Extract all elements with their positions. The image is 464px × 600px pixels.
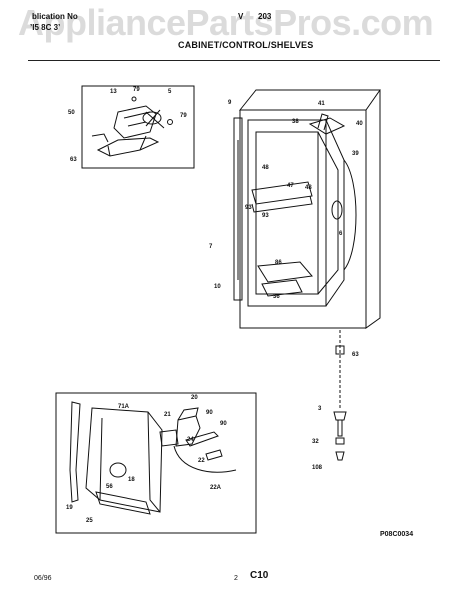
model-label: V <box>238 12 244 21</box>
callout-22: 22 <box>198 458 205 464</box>
callout-79-right: 79 <box>180 113 187 119</box>
callout-20: 20 <box>191 395 198 401</box>
drawing-code: P08C0034 <box>380 531 414 538</box>
callout-36: 36 <box>273 294 280 300</box>
callout-79: 79 <box>133 87 140 93</box>
callout-18: 18 <box>128 477 135 483</box>
callout-93-inner: 93 <box>262 213 269 219</box>
callout-25: 25 <box>86 518 93 524</box>
callout-56: 56 <box>106 484 113 490</box>
callout-48-right: 48 <box>305 185 312 191</box>
callout-32: 32 <box>312 439 319 445</box>
header-rule <box>28 60 440 61</box>
footer-page-number: 2 <box>234 575 238 582</box>
callout-93: 93 <box>245 205 252 211</box>
control-panel-assembly <box>69 401 237 515</box>
callout-13: 13 <box>110 89 117 95</box>
inset-box-panel <box>55 392 257 534</box>
inset-box-control <box>81 85 195 169</box>
callout-50: 50 <box>68 110 75 116</box>
callout-10: 10 <box>214 284 221 290</box>
callout-24: 24 <box>187 437 194 443</box>
publication-value: ’I5 8C 3’ <box>30 23 61 32</box>
callout-86: 86 <box>275 260 282 266</box>
control-housing <box>91 96 173 157</box>
callout-6: 6 <box>339 231 343 237</box>
page-title: CABINET/CONTROL/SHELVES <box>178 40 314 50</box>
callout-71a: 71A <box>118 404 130 410</box>
callout-40: 40 <box>356 121 363 127</box>
footer-date: 06/96 <box>34 575 52 582</box>
callout-19: 19 <box>66 505 73 511</box>
callout-108: 108 <box>312 465 323 471</box>
callout-38: 38 <box>292 119 299 125</box>
callout-63-leg: 63 <box>352 352 359 358</box>
callout-5: 5 <box>168 89 172 95</box>
refrigerator-cabinet <box>233 89 381 329</box>
callout-47: 47 <box>287 183 294 189</box>
callout-3: 3 <box>318 406 322 412</box>
watermark: AppliancePartsPros.com <box>18 2 434 43</box>
callout-22a: 22A <box>210 485 222 491</box>
callout-39: 39 <box>352 151 359 157</box>
callout-7: 7 <box>209 244 213 250</box>
model-value: 203 <box>258 12 272 21</box>
callout-63: 63 <box>70 157 77 163</box>
footer-section: C10 <box>250 570 269 581</box>
leveling-leg-assembly <box>333 330 347 461</box>
callout-21: 21 <box>164 412 171 418</box>
callout-90-right: 90 <box>220 421 227 427</box>
callout-90: 90 <box>206 410 213 416</box>
callout-41: 41 <box>318 101 325 107</box>
callout-48: 48 <box>262 165 269 171</box>
publication-label: blication No <box>32 12 78 21</box>
callout-9: 9 <box>228 100 232 106</box>
